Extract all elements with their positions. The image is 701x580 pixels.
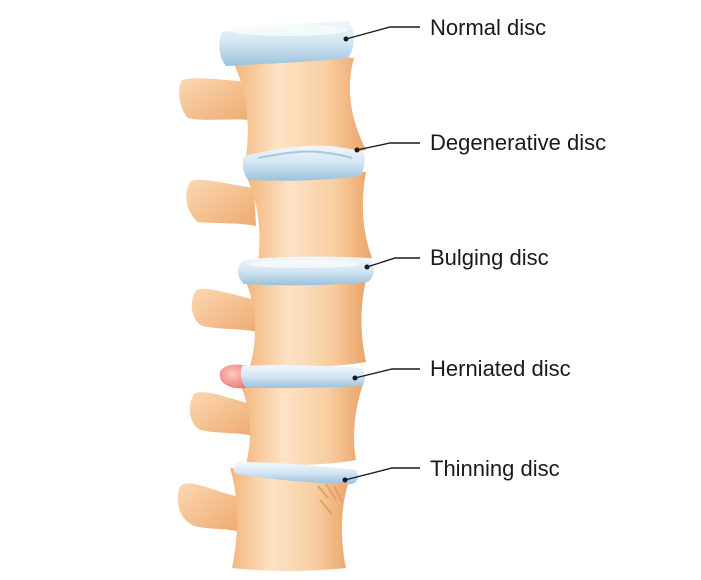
label-bulging: Bulging disc [364,245,549,270]
disc-bulging [238,256,374,286]
disc-herniated [219,364,365,389]
label-degenerative-text: Degenerative disc [430,130,606,155]
spinous-process-2 [186,179,256,226]
label-herniated: Herniated disc [352,356,571,381]
label-thinning-text: Thinning disc [430,456,560,481]
label-thinning: Thinning disc [342,456,560,483]
disc-thinning [233,462,359,484]
vertebral-body-3 [246,278,366,368]
vertebral-body-5 [230,468,350,571]
fracture-lines [317,483,343,515]
vertebra-2 [186,170,372,263]
vertebral-body-4 [240,380,364,466]
vertebral-body-1 [232,56,366,157]
vertebra-5 [177,468,350,571]
spinous-process-3 [191,288,258,332]
vertebra-1 [179,56,366,157]
spinous-process-5 [177,483,240,532]
vertebra-3 [191,278,366,368]
spinous-process-4 [189,392,254,436]
vertebra-4 [189,380,364,466]
label-degenerative: Degenerative disc [354,130,606,155]
disc-degenerative [242,145,365,181]
label-normal: Normal disc [343,15,546,42]
label-herniated-text: Herniated disc [430,356,571,381]
spinous-process-1 [179,78,252,120]
disc-normal [219,20,354,66]
label-normal-text: Normal disc [430,15,546,40]
vertebral-body-2 [246,170,372,263]
label-bulging-text: Bulging disc [430,245,549,270]
